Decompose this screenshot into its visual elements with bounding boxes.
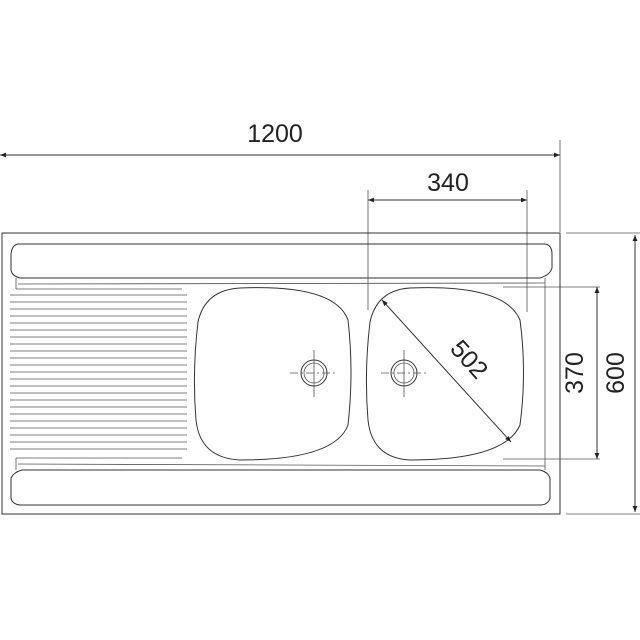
bottom-rim: [10, 469, 551, 506]
drainer-ribs: [10, 294, 187, 450]
sink-outline: [1, 232, 561, 515]
dimension-label-340: 340: [427, 169, 469, 197]
dimension-label-370: 370: [561, 352, 589, 394]
dimension-overall-depth: 600: [566, 232, 640, 515]
dimension-label-600: 600: [602, 352, 630, 394]
dimension-bowl-diagonal: 502: [381, 299, 512, 443]
top-rim: [10, 243, 553, 279]
left-bowl: [193, 287, 352, 461]
dimension-overall-width: 1200: [0, 120, 561, 232]
dimension-bowl-depth: 370: [503, 286, 600, 460]
left-drain-icon: [290, 350, 338, 397]
right-bowl: [365, 287, 524, 461]
dimension-bowl-width: 340: [367, 169, 528, 312]
right-drain-icon: [381, 350, 428, 397]
dimension-label-1200: 1200: [247, 120, 303, 148]
